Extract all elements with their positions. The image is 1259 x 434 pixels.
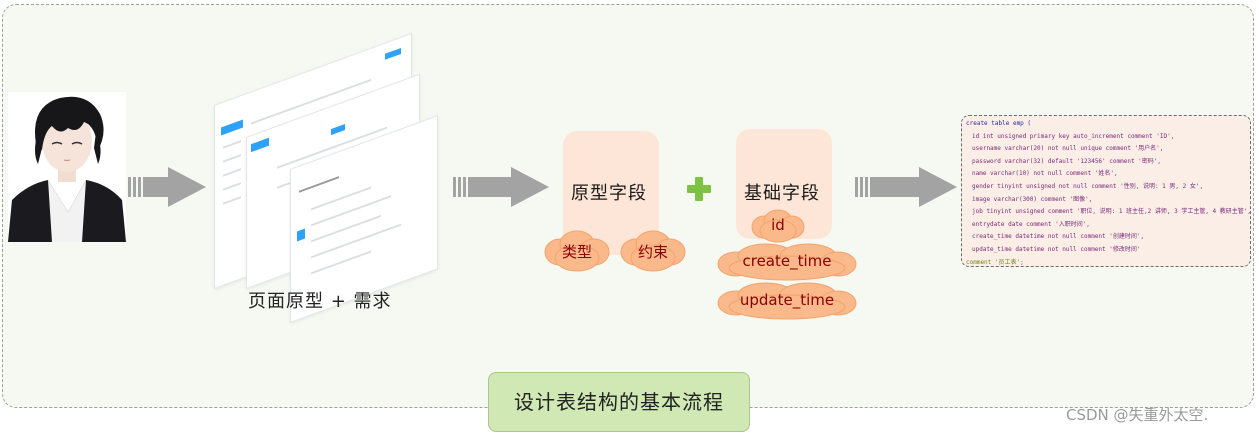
prototype-fields-title: 原型字段 xyxy=(571,183,647,204)
sql-line: name varchar(10) not null comment '姓名', xyxy=(972,170,1118,178)
sql-line: password varchar(32) default '123456' co… xyxy=(972,157,1162,165)
tag-update-time-label: update_time xyxy=(739,291,835,309)
tag-cloud-id: id xyxy=(750,208,806,244)
avatar-illustration xyxy=(8,92,126,242)
tag-cloud-type: 类型 xyxy=(542,228,612,274)
sql-line: gender tinyint unsigned not null comment… xyxy=(972,182,1204,190)
sql-line: create_time datetime not null comment '创… xyxy=(972,233,1145,241)
create-table-sql: create table emp ( id int unsigned prima… xyxy=(961,115,1251,267)
tag-cloud-create-time: create_time xyxy=(716,242,858,282)
tag-cloud-constraint: 约束 xyxy=(618,228,688,274)
plus-icon-bar xyxy=(687,185,711,193)
sql-line: image varchar(300) comment '图像', xyxy=(972,195,1093,203)
flow-arrow-1 xyxy=(128,167,206,207)
sql-line: username varchar(20) not null unique com… xyxy=(972,145,1164,153)
watermark: CSDN @失重外太空. xyxy=(1066,406,1209,424)
sql-line: entrydate date comment '入职时间', xyxy=(972,220,1090,228)
page-prototype-stack xyxy=(210,32,440,323)
sql-line: update_time datetime not null comment '修… xyxy=(972,245,1141,253)
tag-cloud-update-time: update_time xyxy=(716,281,858,321)
sql-line: comment '员工表'; xyxy=(966,258,1024,266)
flow-arrow-2 xyxy=(453,167,549,207)
tag-constraint-label: 约束 xyxy=(637,243,668,261)
process-title: 设计表结构的基本流程 xyxy=(488,372,750,432)
tag-type-label: 类型 xyxy=(561,243,592,261)
sql-line: id int unsigned primary key auto_increme… xyxy=(972,132,1175,140)
prototype-caption: 页面原型 + 需求 xyxy=(248,291,392,312)
sql-line: create table emp ( xyxy=(966,120,1032,127)
sql-line: job tinyint unsigned comment '职位, 说明: 1 … xyxy=(972,208,1251,216)
flow-arrow-3 xyxy=(855,167,957,207)
base-fields-title: 基础字段 xyxy=(744,183,820,204)
tag-create-time-label: create_time xyxy=(742,252,832,270)
tag-id-label: id xyxy=(771,216,785,234)
